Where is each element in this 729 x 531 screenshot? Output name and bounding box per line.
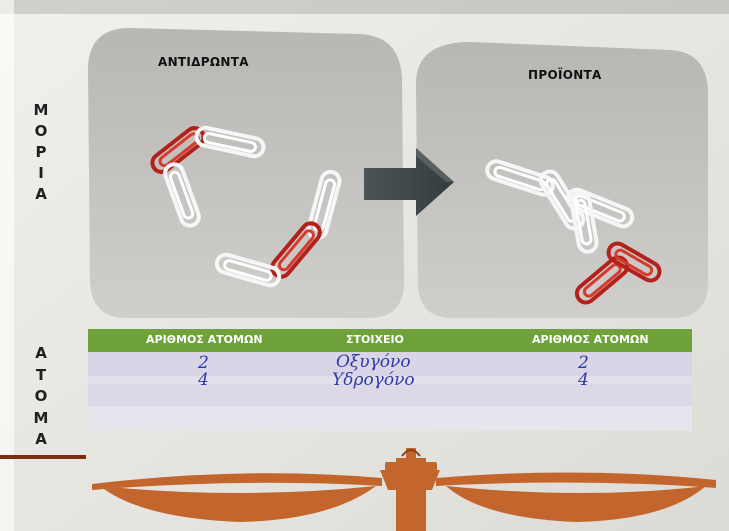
molecules-letter-1: Μ bbox=[34, 100, 49, 121]
row1-element: Οξυγόνο bbox=[336, 352, 411, 372]
atom-count-table: ΑΡΙΘΜΟΣ ΑΤΟΜΩΝ ΣΤΟΙΧΕΙΟ ΑΡΙΘΜΟΣ ΑΤΟΜΩΝ 2… bbox=[88, 329, 692, 431]
molecules-side-label: Μ Ο Ρ Ι Α bbox=[30, 100, 52, 205]
table-row bbox=[88, 406, 692, 431]
products-title: ΠΡΟΪΟΝΤΑ bbox=[528, 68, 602, 82]
molecules-letter-4: Ι bbox=[38, 163, 44, 184]
molecules-letter-5: Α bbox=[35, 184, 47, 205]
header-product-atom-count: ΑΡΙΘΜΟΣ ΑΤΟΜΩΝ bbox=[532, 333, 649, 346]
reactants-title: ΑΝΤΙΔΡΩΝΤΑ bbox=[158, 55, 249, 69]
atoms-letter-2: Τ bbox=[36, 365, 46, 387]
table-row: 4 Υδρογόνο 4 bbox=[88, 384, 692, 406]
atoms-letter-4: Μ bbox=[34, 408, 49, 430]
atoms-letter-3: Ο bbox=[35, 386, 48, 408]
row2-element: Υδρογόνο bbox=[332, 370, 415, 390]
header-reactant-atom-count: ΑΡΙΘΜΟΣ ΑΤΟΜΩΝ bbox=[146, 333, 263, 346]
atoms-side-label: Α Τ Ο Μ Α bbox=[30, 343, 52, 451]
row2-product-count: 4 bbox=[578, 370, 589, 390]
row2-reactant-count: 4 bbox=[198, 370, 209, 390]
header-element: ΣΤΟΙΧΕΙΟ bbox=[346, 333, 404, 346]
atoms-letter-1: Α bbox=[35, 343, 47, 365]
board-edge-mark bbox=[0, 455, 86, 459]
atoms-letter-5: Α bbox=[35, 429, 47, 451]
molecules-letter-2: Ο bbox=[35, 121, 48, 142]
molecules-letter-3: Ρ bbox=[36, 142, 47, 163]
table-header: ΑΡΙΘΜΟΣ ΑΤΟΜΩΝ ΣΤΟΙΧΕΙΟ ΑΡΙΘΜΟΣ ΑΤΟΜΩΝ bbox=[88, 329, 692, 352]
